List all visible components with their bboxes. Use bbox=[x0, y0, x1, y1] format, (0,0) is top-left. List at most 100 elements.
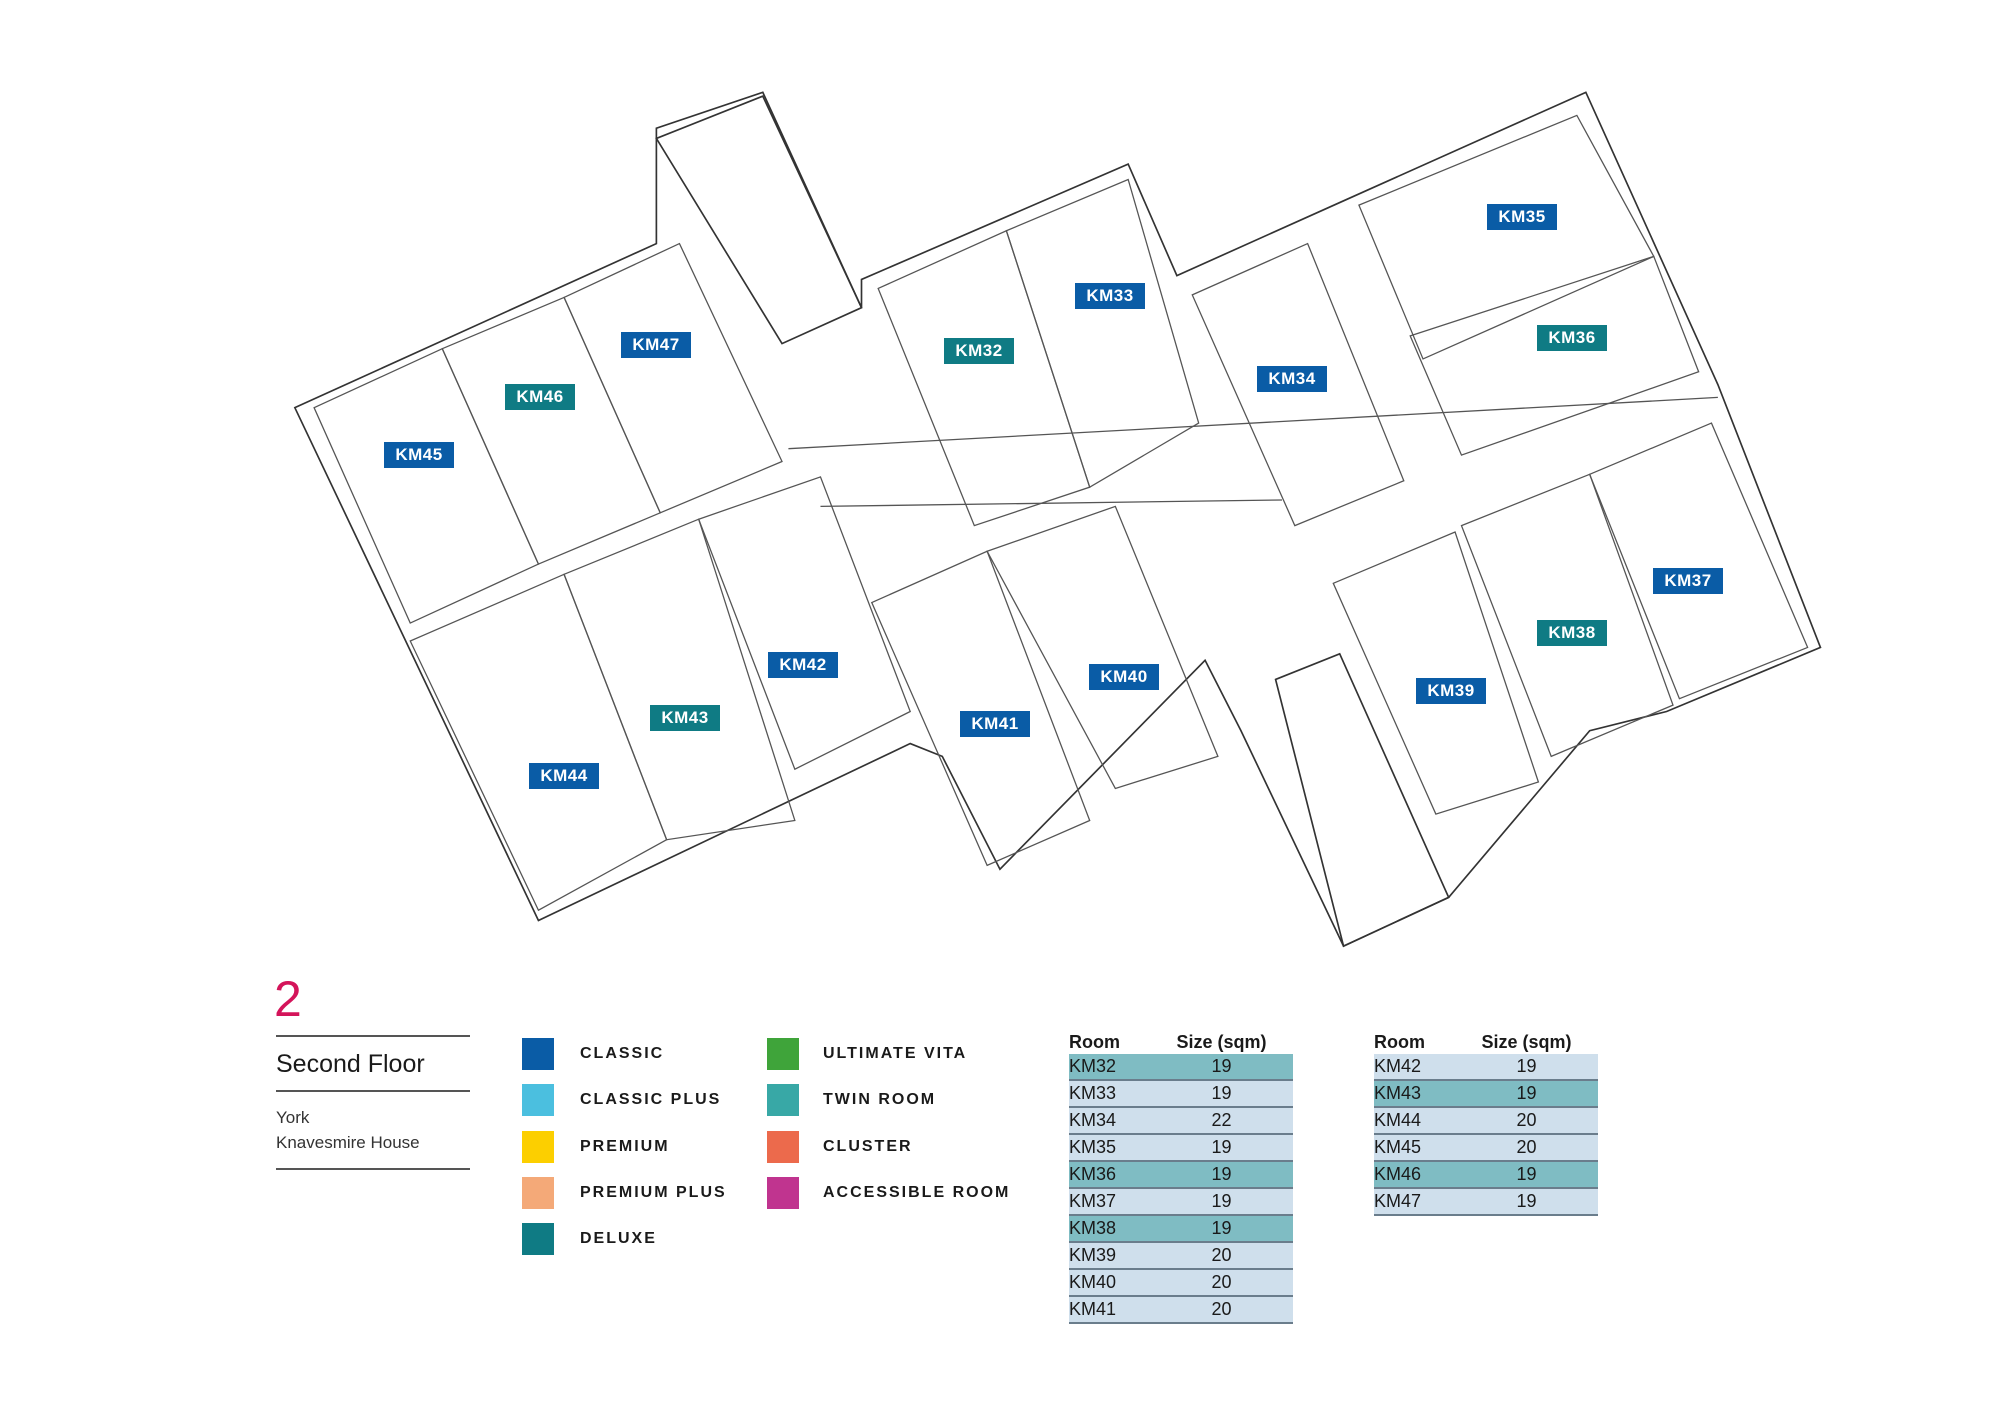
room-cell: KM43 bbox=[1374, 1080, 1455, 1108]
legend-label: DELUXE bbox=[580, 1230, 657, 1247]
room-cell: KM32 bbox=[1069, 1054, 1150, 1081]
legend-swatch-ultimate-vita bbox=[767, 1038, 799, 1070]
size-cell: 20 bbox=[1455, 1134, 1598, 1162]
legend-label: CLUSTER bbox=[823, 1138, 913, 1155]
divider bbox=[276, 1168, 470, 1170]
size-cell: 19 bbox=[1455, 1080, 1598, 1108]
room-cell: KM36 bbox=[1069, 1161, 1150, 1189]
legend-swatch-classic bbox=[522, 1038, 554, 1070]
header-room: Room bbox=[1069, 1031, 1120, 1052]
room-label-km38[interactable]: KM38 bbox=[1537, 620, 1607, 646]
size-cell: 19 bbox=[1455, 1188, 1598, 1216]
room-label-km47[interactable]: KM47 bbox=[621, 332, 691, 358]
table-header: Room Size (sqm) bbox=[1069, 1030, 1293, 1054]
legend-label: ULTIMATE VITA bbox=[823, 1045, 968, 1062]
size-cell: 19 bbox=[1150, 1188, 1293, 1216]
size-cell: 19 bbox=[1455, 1054, 1598, 1081]
room-label-km46[interactable]: KM46 bbox=[505, 384, 575, 410]
legend-swatch-premium-plus bbox=[522, 1177, 554, 1209]
room-partitions bbox=[313, 114, 1809, 912]
city: York bbox=[276, 1108, 310, 1127]
legend-swatch-deluxe bbox=[522, 1223, 554, 1255]
legend-swatch-cluster bbox=[767, 1131, 799, 1163]
room-cell: KM44 bbox=[1374, 1107, 1455, 1135]
room-label-km41[interactable]: KM41 bbox=[960, 711, 1030, 737]
size-cell: 19 bbox=[1455, 1161, 1598, 1189]
room-cell: KM39 bbox=[1069, 1242, 1150, 1270]
building-outline bbox=[293, 91, 1822, 948]
legend-swatch-accessible-room bbox=[767, 1177, 799, 1209]
floor-plan bbox=[293, 91, 1822, 948]
room-cell: KM46 bbox=[1374, 1161, 1455, 1189]
room-label-km42[interactable]: KM42 bbox=[768, 652, 838, 678]
room-cell: KM34 bbox=[1069, 1107, 1150, 1135]
size-cell: 20 bbox=[1150, 1269, 1293, 1297]
legend-label: PREMIUM PLUS bbox=[580, 1184, 727, 1201]
legend-label: CLASSIC PLUS bbox=[580, 1091, 722, 1108]
size-cell: 19 bbox=[1150, 1134, 1293, 1162]
room-cell: KM45 bbox=[1374, 1134, 1455, 1162]
room-label-km36[interactable]: KM36 bbox=[1537, 325, 1607, 351]
room-cell: KM47 bbox=[1374, 1188, 1455, 1216]
divider bbox=[276, 1090, 470, 1092]
size-cell: 19 bbox=[1150, 1161, 1293, 1189]
legend-label: PREMIUM bbox=[580, 1138, 670, 1155]
room-label-km33[interactable]: KM33 bbox=[1075, 283, 1145, 309]
legend-swatch-classic-plus bbox=[522, 1084, 554, 1116]
size-cell: 19 bbox=[1150, 1215, 1293, 1243]
room-cell: KM33 bbox=[1069, 1080, 1150, 1108]
header-size: Size (sqm) bbox=[1176, 1031, 1267, 1052]
stair-north bbox=[655, 95, 863, 345]
size-cell: 19 bbox=[1150, 1080, 1293, 1108]
room-label-km43[interactable]: KM43 bbox=[650, 705, 720, 731]
legend-label: TWIN ROOM bbox=[823, 1091, 937, 1108]
room-label-km45[interactable]: KM45 bbox=[384, 442, 454, 468]
room-cell: KM42 bbox=[1374, 1054, 1455, 1081]
legend-swatch-twin-room bbox=[767, 1084, 799, 1116]
room-label-km35[interactable]: KM35 bbox=[1487, 204, 1557, 230]
legend-label: CLASSIC bbox=[580, 1045, 665, 1062]
floor-number: 2 bbox=[274, 971, 302, 1027]
room-label-km34[interactable]: KM34 bbox=[1257, 366, 1327, 392]
divider bbox=[276, 1035, 470, 1037]
room-label-km39[interactable]: KM39 bbox=[1416, 678, 1486, 704]
room-label-km37[interactable]: KM37 bbox=[1653, 568, 1723, 594]
legend-label: ACCESSIBLE ROOM bbox=[823, 1184, 1011, 1201]
size-cell: 20 bbox=[1150, 1242, 1293, 1270]
legend-swatch-premium bbox=[522, 1131, 554, 1163]
room-cell: KM35 bbox=[1069, 1134, 1150, 1162]
building-name: Knavesmire House bbox=[276, 1133, 420, 1152]
size-cell: 20 bbox=[1455, 1107, 1598, 1135]
room-label-km44[interactable]: KM44 bbox=[529, 763, 599, 789]
room-cell: KM38 bbox=[1069, 1215, 1150, 1243]
size-cell: 19 bbox=[1150, 1054, 1293, 1081]
room-label-km40[interactable]: KM40 bbox=[1089, 664, 1159, 690]
size-cell: 22 bbox=[1150, 1107, 1293, 1135]
floor-name: Second Floor bbox=[276, 1050, 425, 1078]
room-cell: KM40 bbox=[1069, 1269, 1150, 1297]
table-header: Room Size (sqm) bbox=[1374, 1030, 1598, 1054]
room-cell: KM37 bbox=[1069, 1188, 1150, 1216]
room-cell: KM41 bbox=[1069, 1296, 1150, 1324]
header-size: Size (sqm) bbox=[1481, 1031, 1572, 1052]
header-room: Room bbox=[1374, 1031, 1425, 1052]
room-label-km32[interactable]: KM32 bbox=[944, 338, 1014, 364]
